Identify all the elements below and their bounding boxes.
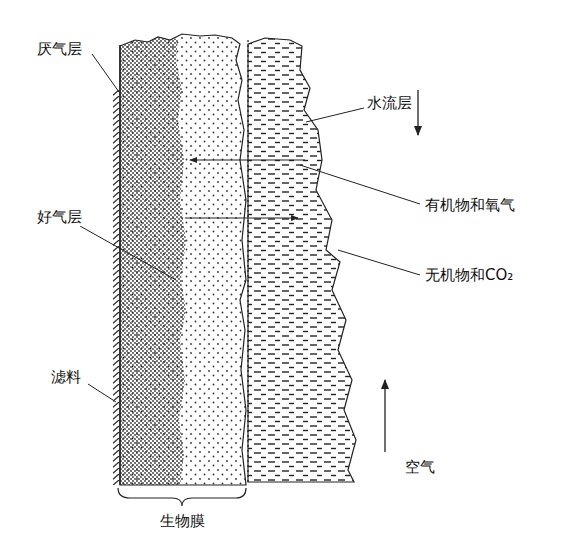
- leader-line: [92, 54, 119, 92]
- air-flow-arrow: [384, 380, 385, 452]
- filter-hatch: [113, 90, 120, 485]
- label: 有机物和氧气: [424, 196, 516, 214]
- water-layer: [248, 38, 356, 482]
- label: 滤料: [50, 368, 82, 386]
- label: 好气层: [36, 208, 83, 226]
- interface-line: [247, 40, 248, 484]
- brace: [118, 488, 246, 506]
- anaerobic-layer: [120, 37, 186, 485]
- leader-line: [88, 384, 116, 402]
- water-flow-arrow: [417, 90, 418, 135]
- label: 无机物和CO₂: [424, 266, 514, 284]
- label: 水流层: [366, 94, 413, 112]
- label: 厌气层: [36, 40, 83, 58]
- outflow-arrow: [185, 218, 298, 219]
- leader-line: [306, 108, 364, 122]
- inflow-arrow: [190, 160, 305, 161]
- leader-line: [80, 226, 176, 280]
- leader-line: [300, 165, 420, 204]
- label: 空气: [404, 458, 436, 476]
- leader-line: [338, 250, 420, 275]
- label: 生物膜: [159, 512, 206, 530]
